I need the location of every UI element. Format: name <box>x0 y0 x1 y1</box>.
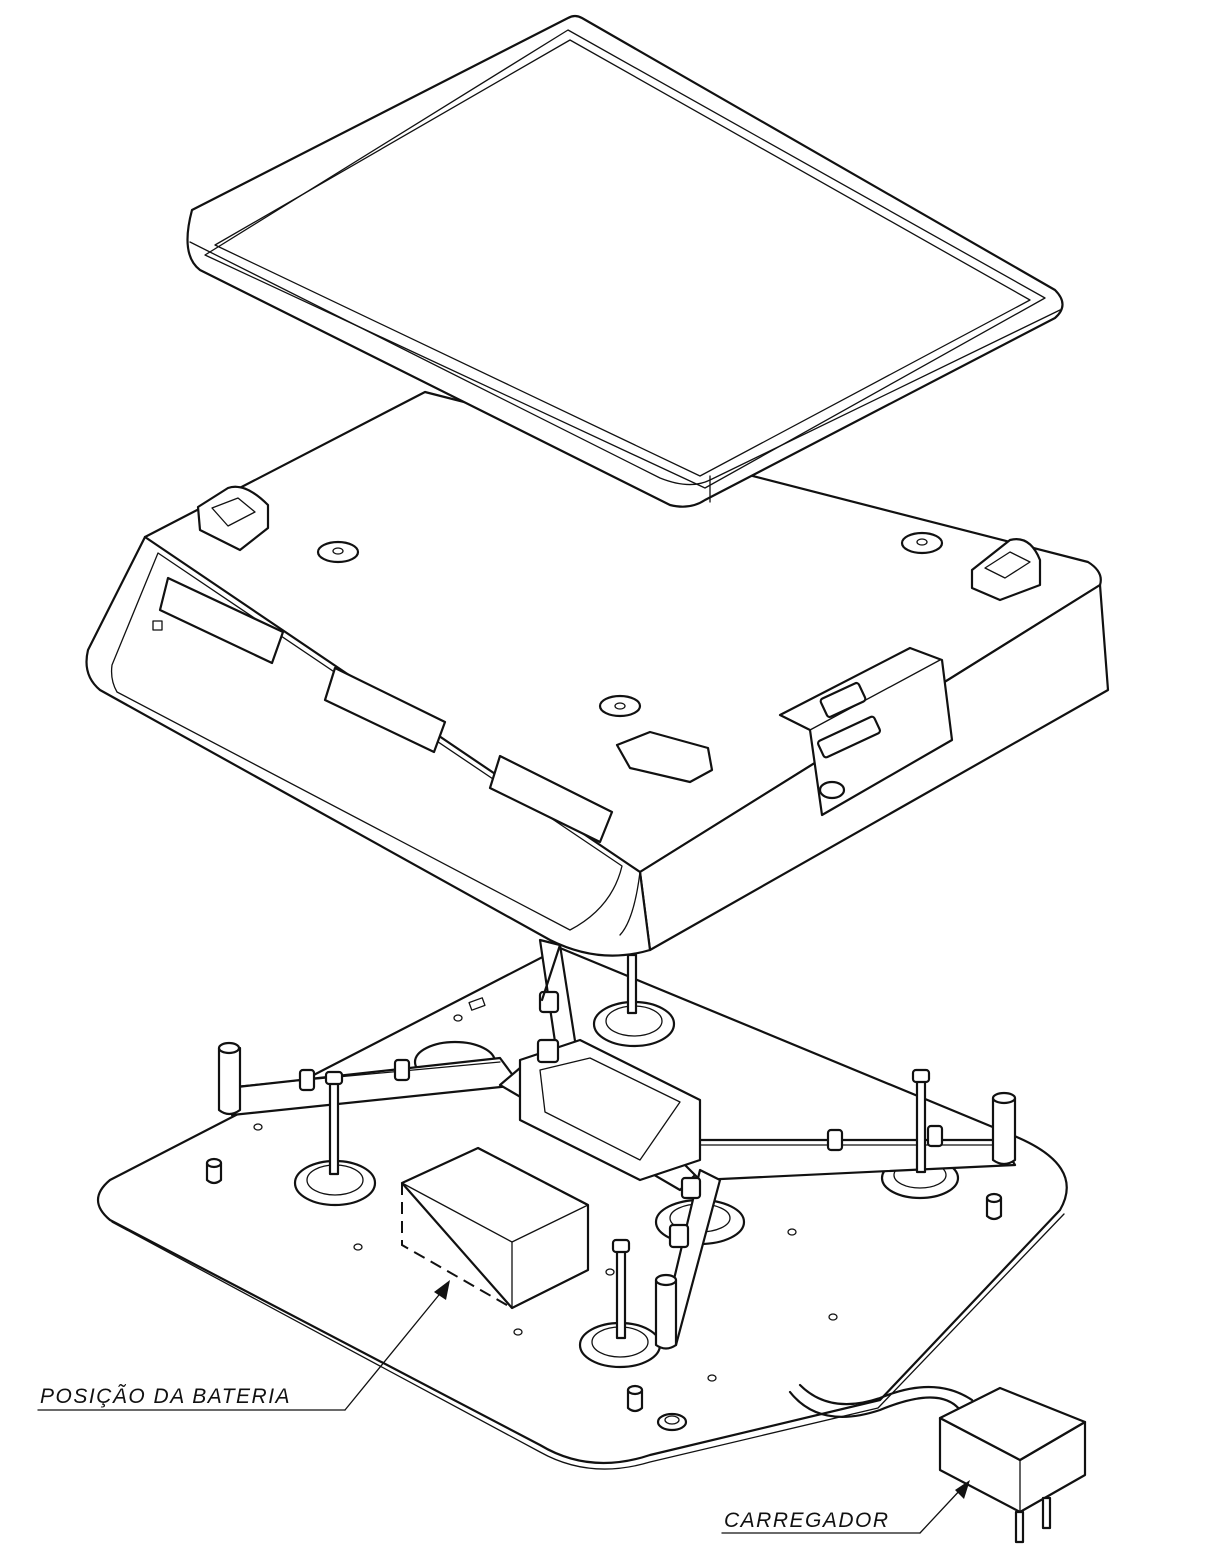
battery-position-label: POSIÇÃO DA BATERIA <box>40 1384 291 1408</box>
frame-posts <box>217 1041 1017 1350</box>
frame-ribs <box>298 990 944 1249</box>
base-holes <box>253 997 838 1432</box>
charger-label: CARREGADOR <box>724 1509 890 1532</box>
housing-top-details <box>316 531 944 718</box>
callout-battery: POSIÇÃO DA BATERIA <box>37 1280 450 1411</box>
display-windows <box>152 576 614 844</box>
weighing-pan <box>186 14 1064 508</box>
scale-housing <box>85 390 1110 1002</box>
frame-bolts <box>324 953 931 1340</box>
spider-frame <box>217 938 1017 1350</box>
base-studs <box>205 1157 1003 1413</box>
connector-panel <box>778 646 954 817</box>
battery-outline <box>400 1146 590 1310</box>
charger-unit <box>788 1383 1087 1544</box>
corner-guides <box>196 485 1042 784</box>
callout-charger: CARREGADOR <box>721 1480 970 1534</box>
